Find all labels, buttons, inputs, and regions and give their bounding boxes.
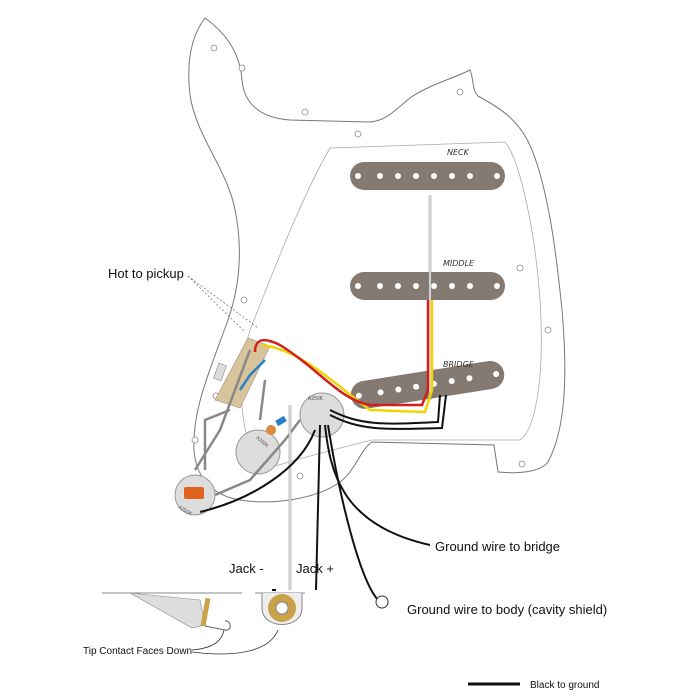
hot-callout-lines: [187, 275, 259, 333]
jack-minus-label: Jack -: [229, 561, 264, 576]
bridge-label: BRIDGE: [443, 360, 475, 369]
tip-arrow-2: [191, 629, 279, 655]
tip-arrow-1: [191, 629, 225, 651]
red-wire: [253, 300, 430, 407]
ground-bridge-label: Ground wire to bridge: [435, 539, 560, 554]
ground-body-label: Ground wire to body (cavity shield): [407, 602, 607, 617]
ground-ring-lug: [375, 595, 389, 609]
tone-pot-1: A250K: [235, 429, 281, 475]
tone-pot-2: A250K: [174, 474, 216, 518]
middle-label: MIDDLE: [443, 259, 475, 268]
tip-contact-label: Tip Contact Faces Down: [83, 646, 192, 657]
neck-label: NECK: [447, 148, 470, 157]
middle-pickup: [350, 272, 505, 300]
hot-to-pickup-label: Hot to pickup: [108, 266, 184, 281]
jack-end-view: [255, 592, 305, 625]
jack-side-view: [102, 592, 242, 631]
legend-black-ground: Black to ground: [530, 680, 600, 691]
blue-wire: [238, 359, 266, 391]
jack-plus-label: Jack +: [296, 561, 334, 576]
screw-holes: [191, 44, 552, 480]
yellow-wire: [261, 300, 434, 414]
capacitor: [266, 415, 287, 435]
ground-wires: [199, 394, 520, 686]
volume-pot: A250K: [299, 392, 345, 438]
neck-pickup: [350, 162, 505, 190]
svg-text:A250K: A250K: [308, 396, 324, 402]
